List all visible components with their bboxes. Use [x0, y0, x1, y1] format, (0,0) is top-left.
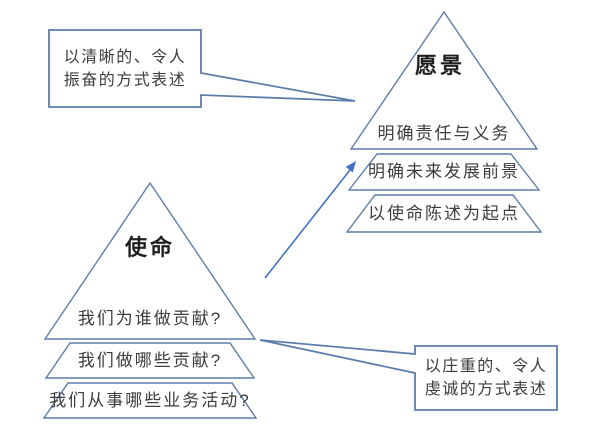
vision-layer-3-label: 以使命陈述为起点 [368, 204, 520, 223]
mission-callout-shape [259, 339, 558, 411]
vision-pyramid-bottom-segment [345, 194, 543, 233]
vision-pyramid-top-segment [349, 10, 539, 150]
mission-callout-text: 以庄重的、令人 虔诚的方式表述 [415, 346, 557, 410]
vision-callout-text: 以清晰的、令人 振奋的方式表述 [49, 30, 201, 107]
vision-callout-line-2: 振奋的方式表述 [63, 71, 187, 89]
mission-callout-line-1: 以庄重的、令人 [424, 358, 548, 375]
vision-callout-line-1: 以清晰的、令人 [63, 48, 187, 66]
vision-layer-2-label: 明确未来发展前景 [368, 162, 520, 181]
mission-pyramid-shape [42, 181, 258, 419]
mission-layer-3-label: 我们从事哪些业务活动? [49, 391, 251, 410]
mission-layer-2-label: 我们做哪些贡献? [77, 351, 223, 370]
vision-callout-shape [48, 29, 356, 108]
arrow-head-icon [345, 161, 356, 173]
arrow-shaft [264, 169, 351, 279]
mission-pyramid-middle-segment [44, 342, 256, 379]
mission-pyramid-bottom-segment [42, 382, 258, 419]
vision-pyramid-title: 愿景 [414, 53, 465, 78]
vision-layer-1-label: 明确责任与义务 [377, 124, 511, 143]
mission-callout-line-2: 虔诚的方式表述 [424, 381, 548, 398]
mission-pyramid-top-segment [43, 181, 257, 340]
mission-pyramid-title: 使命 [124, 235, 175, 260]
mission-layer-1-label: 我们为谁做贡献? [77, 309, 223, 328]
vision-pyramid-middle-segment [347, 153, 541, 191]
mission-to-vision-arrow [264, 161, 356, 279]
vision-pyramid-shape [345, 10, 543, 233]
